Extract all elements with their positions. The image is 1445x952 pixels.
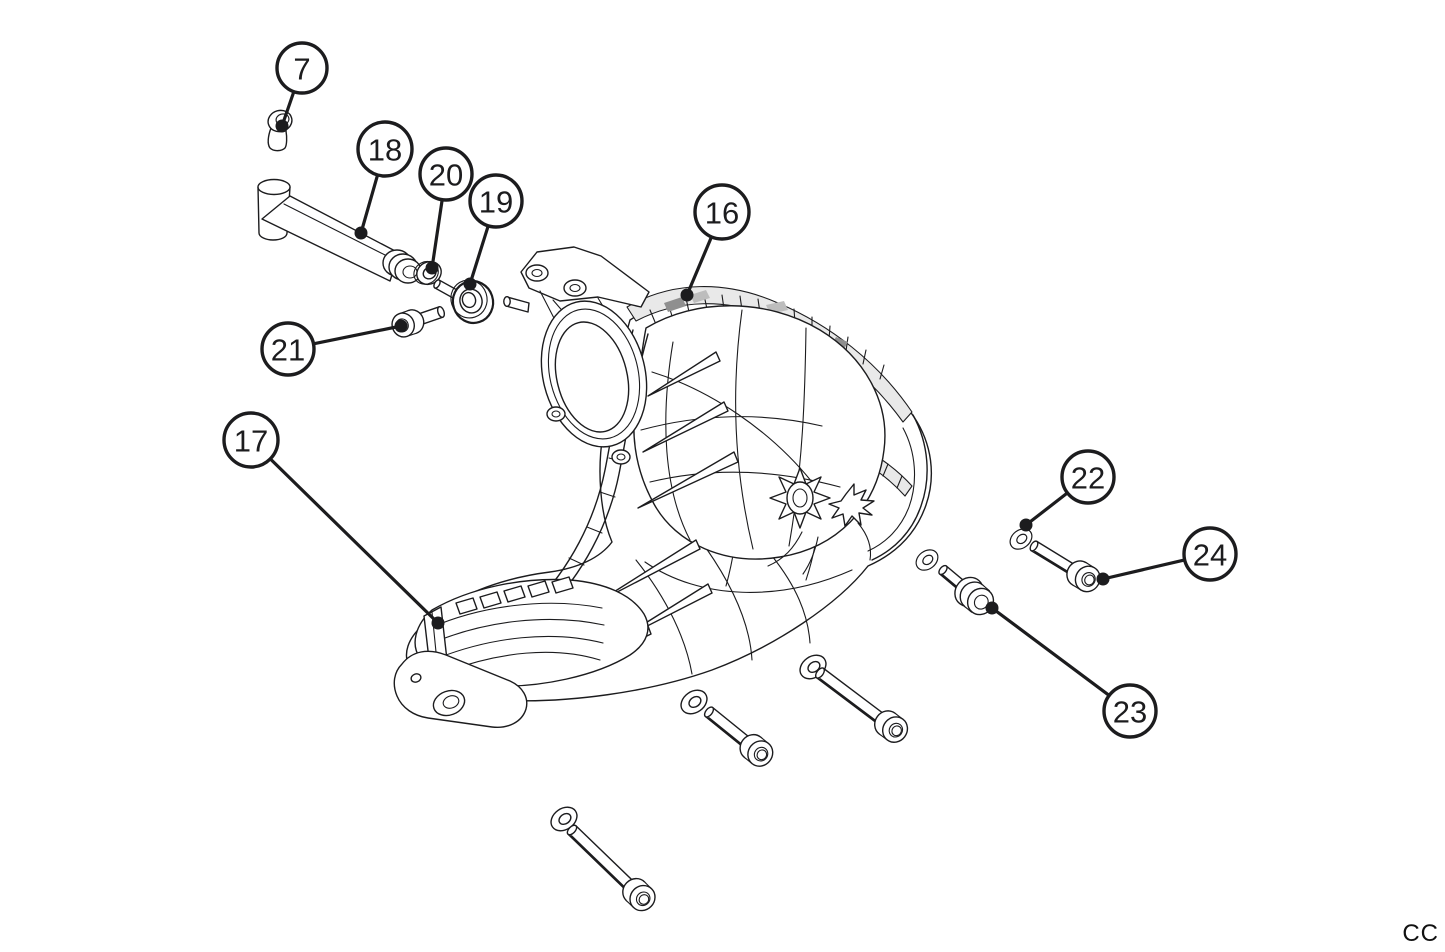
leader-line [359,174,380,234]
callout-22[interactable]: 22 [1019,449,1116,532]
callout-balloon[interactable] [468,173,524,229]
callout-number: 20 [429,158,463,193]
leader-dot [680,288,694,302]
socket-bolt-24 [1029,540,1101,593]
inlet-flange [540,300,648,465]
callout-18[interactable]: 18 [354,120,414,240]
callout-number: 17 [234,424,268,459]
leader-line [991,606,1111,697]
callout-7[interactable]: 7 [275,41,329,133]
socket-bolt-23 [938,564,995,616]
callout-number: 23 [1113,695,1147,730]
callout-balloon[interactable] [1060,449,1116,505]
washer [550,806,578,832]
callout-balloon[interactable] [356,120,414,178]
callout-23[interactable]: 23 [985,601,1158,739]
gear-detail [767,467,875,575]
callout-16[interactable]: 16 [680,183,751,302]
callout-number: 7 [293,52,310,87]
callout-balloon[interactable] [693,183,751,241]
callout-balloon[interactable] [260,321,316,377]
leader-dot [463,277,477,291]
leader-dot [985,601,999,615]
callout-24[interactable]: 24 [1096,526,1238,586]
housing-cover-part [393,246,932,729]
mounting-foot [393,650,528,729]
callout-balloon[interactable] [1102,683,1158,739]
washer [680,689,708,715]
washer [915,549,939,571]
callout-number: 19 [479,185,513,220]
socket-bolt [703,706,774,767]
callout-21[interactable]: 21 [260,319,408,377]
socket-bolt [814,667,909,743]
callout-number: 24 [1193,538,1227,573]
leader-line [685,236,713,296]
leader-dot [1096,572,1110,586]
callout-number: 18 [368,133,402,168]
leader-dot [1019,518,1033,532]
callout-17[interactable]: 17 [222,411,445,630]
callouts-layer: 7 18 20 19 16 21 17 22 24 23 [222,41,1238,739]
callout-number: 21 [271,333,305,368]
socket-bolt [566,824,656,912]
leader-dot [275,119,289,133]
leader-dot [354,226,368,240]
callout-balloon[interactable] [1182,526,1238,582]
leader-dot [394,319,408,333]
callout-balloon[interactable] [275,41,329,95]
rod-end-part-19 [433,279,495,325]
callout-number: 16 [705,196,739,231]
callout-20[interactable]: 20 [418,146,474,275]
callout-number: 22 [1071,461,1105,496]
callout-balloon[interactable] [222,411,280,469]
fastener-hardware [550,528,1101,912]
callout-balloon[interactable] [418,146,474,202]
leader-line [468,225,490,285]
leader-line [1102,558,1186,581]
callout-19[interactable]: 19 [463,173,524,291]
leader-dot [425,261,439,275]
leader-line [313,324,402,346]
washer-22 [1009,528,1033,550]
leader-line [1025,491,1069,527]
leader-line [430,199,444,269]
lever-part-18 [257,178,422,284]
leader-dot [431,616,445,630]
leader-line [269,457,440,625]
bolt-part-21 [391,306,446,338]
watermark-text: CC [1402,920,1439,947]
